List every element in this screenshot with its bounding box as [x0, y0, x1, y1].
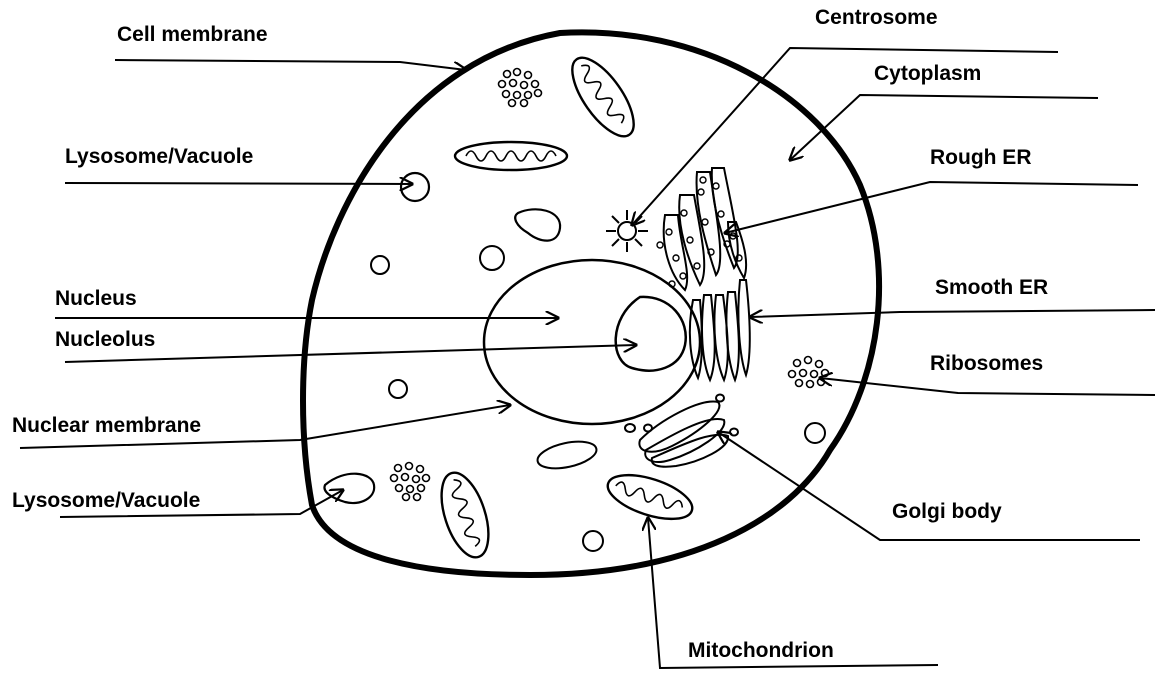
- leader-ribosomes: [820, 378, 1155, 395]
- small-vacuole: [480, 246, 504, 270]
- leader-golgi-body: [718, 432, 1140, 540]
- label-mitochondrion: Mitochondrion: [688, 640, 834, 661]
- label-rough-er: Rough ER: [930, 147, 1031, 168]
- lysosome-bottom: [324, 474, 374, 503]
- label-nuclear-membrane: Nuclear membrane: [12, 415, 201, 436]
- vacuole-irregular: [515, 209, 560, 240]
- label-ribosomes: Ribosomes: [930, 353, 1043, 374]
- label-golgi-body: Golgi body: [892, 501, 1002, 522]
- mitochondrion-top-right: [561, 48, 645, 145]
- lysosome-top: [401, 173, 429, 201]
- small-vacuole: [535, 437, 599, 473]
- centrosome: [606, 210, 648, 252]
- label-centrosome: Centrosome: [815, 7, 938, 28]
- nucleus-outline: [484, 260, 700, 424]
- leader-smooth-er: [750, 310, 1155, 317]
- ribosome-cluster-right: [789, 357, 829, 388]
- ribosome-cluster-bottom-left: [391, 463, 430, 501]
- small-vacuole: [805, 423, 825, 443]
- label-lysosome-bottom: Lysosome/Vacuole: [12, 490, 200, 511]
- label-nucleus: Nucleus: [55, 288, 137, 309]
- rough-er: [657, 168, 746, 290]
- label-smooth-er: Smooth ER: [935, 277, 1048, 298]
- nucleolus-outline: [616, 297, 686, 371]
- small-vacuole: [389, 380, 407, 398]
- leader-rough-er: [725, 182, 1138, 233]
- leader-lysosome-top: [65, 183, 412, 184]
- mitochondrion-top-middle: [455, 142, 567, 170]
- small-vacuole: [583, 531, 603, 551]
- ribosome-cluster-top: [499, 69, 542, 107]
- label-nucleolus: Nucleolus: [55, 329, 155, 350]
- mitochondrion-bottom: [603, 466, 698, 527]
- leader-cell-membrane: [115, 60, 466, 70]
- label-cell-membrane: Cell membrane: [117, 24, 268, 45]
- golgi-body: [625, 395, 738, 467]
- label-cytoplasm: Cytoplasm: [874, 63, 981, 84]
- mitochondrion-bottom-left: [432, 467, 497, 563]
- label-lysosome-top: Lysosome/Vacuole: [65, 146, 253, 167]
- leader-centrosome: [632, 48, 1058, 225]
- small-vacuole: [371, 256, 389, 274]
